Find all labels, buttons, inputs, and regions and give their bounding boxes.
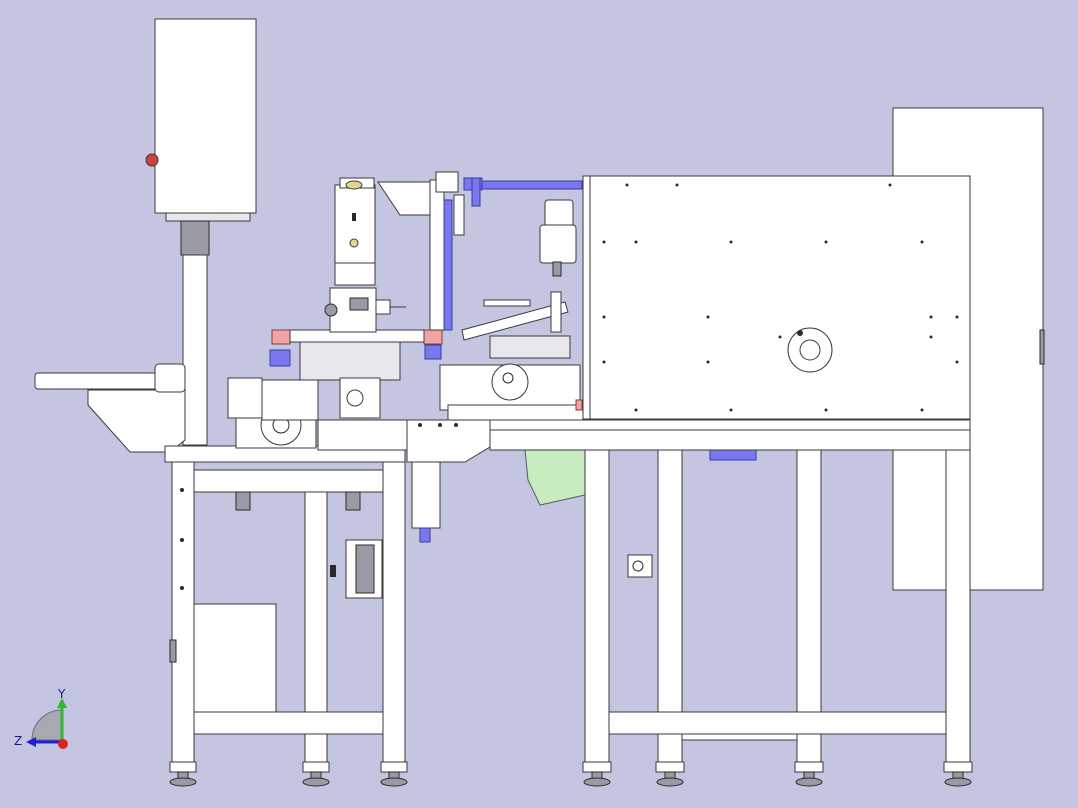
triad-y-label: Y (57, 687, 66, 701)
central-mechanism (227, 329, 443, 451)
vertical-press-head (324, 177, 406, 333)
feeding-unit (439, 199, 584, 422)
y-arrowhead-icon (57, 698, 67, 708)
left-drive-units (235, 461, 441, 599)
main-housing (582, 175, 971, 420)
coordinate-triad[interactable]: Y Z (14, 687, 68, 749)
infeed-table (34, 363, 186, 453)
z-arrowhead-icon (26, 737, 36, 747)
x-axis-dot-icon (58, 739, 68, 749)
right-frame (489, 419, 973, 787)
triad-quadrant (31, 709, 63, 741)
left-frame (164, 445, 408, 787)
angled-guard (406, 419, 757, 506)
triad-z-label: Z (14, 734, 22, 748)
electrical-cabinet (145, 18, 257, 446)
upper-gantry (377, 171, 583, 331)
